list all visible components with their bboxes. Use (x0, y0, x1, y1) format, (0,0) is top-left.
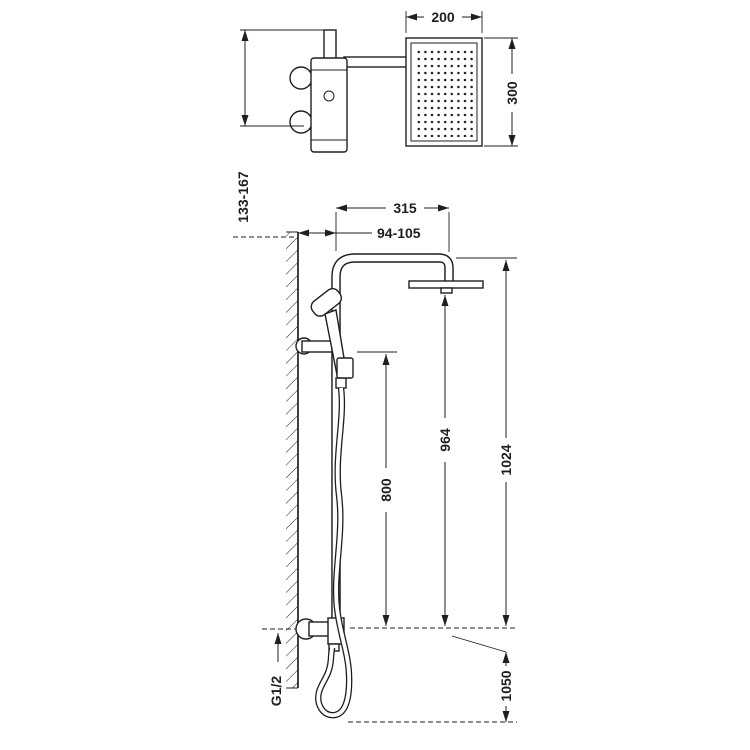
connection-thread-label: G1/2 (268, 676, 284, 707)
valve-knob (289, 66, 313, 90)
dim-connection-thread: G1/2 (262, 628, 296, 707)
hose-length-label: 1050 (498, 670, 514, 701)
detail-riser-pipe (323, 29, 337, 61)
inlet-range-label: 133-167 (235, 171, 251, 223)
leader-line (451, 635, 507, 653)
hand-shower-head (310, 287, 343, 317)
rain-head-side (408, 280, 484, 289)
head-height-label: 300 (504, 81, 520, 105)
column-pipe-outline (331, 253, 454, 642)
head-face (410, 42, 478, 142)
dim-head-width: 200 (405, 9, 483, 33)
hose-fill (316, 387, 352, 717)
hand-shower-nut (335, 377, 347, 389)
dim-hose-length: 1050 (348, 635, 517, 723)
valve-knob (289, 110, 313, 134)
dim-holder-to-outlet: 800 (357, 351, 397, 626)
hand-shower (310, 287, 354, 389)
dim-arm-projection: 315 (335, 200, 450, 252)
outlet-body (308, 621, 330, 637)
dim-column-height: 1024 (350, 257, 517, 629)
holder-to-outlet-label: 800 (378, 478, 394, 502)
head-spray-dots (415, 47, 473, 137)
head-width-label: 200 (431, 9, 455, 25)
wall-offset-label: 94-105 (377, 225, 421, 241)
dim-inlet-range: 133-167 (233, 29, 324, 238)
rain-shower-head-front (405, 37, 483, 147)
rain-head-nozzle (440, 287, 453, 294)
wall-hatching (286, 232, 298, 688)
wall-bracket (301, 340, 334, 353)
dim-head-height: 300 (484, 37, 520, 147)
dim-wall-offset: 94-105 (298, 225, 421, 241)
hand-shower-holder (336, 357, 354, 379)
column-pipe-fill (332, 254, 453, 642)
main-view: 315 94-105 964 800 1024 (262, 200, 517, 723)
detail-shower-arm (343, 56, 409, 68)
head-to-outlet-label: 964 (437, 428, 453, 452)
detail-view: 200 300 133-167 (233, 9, 520, 238)
column-height-label: 1024 (498, 444, 514, 475)
valve-center-detail (323, 90, 335, 102)
mixer-valve (289, 57, 348, 153)
arm-projection-label: 315 (393, 200, 417, 216)
dim-head-to-outlet: 964 (437, 295, 453, 626)
valve-body (310, 57, 348, 153)
